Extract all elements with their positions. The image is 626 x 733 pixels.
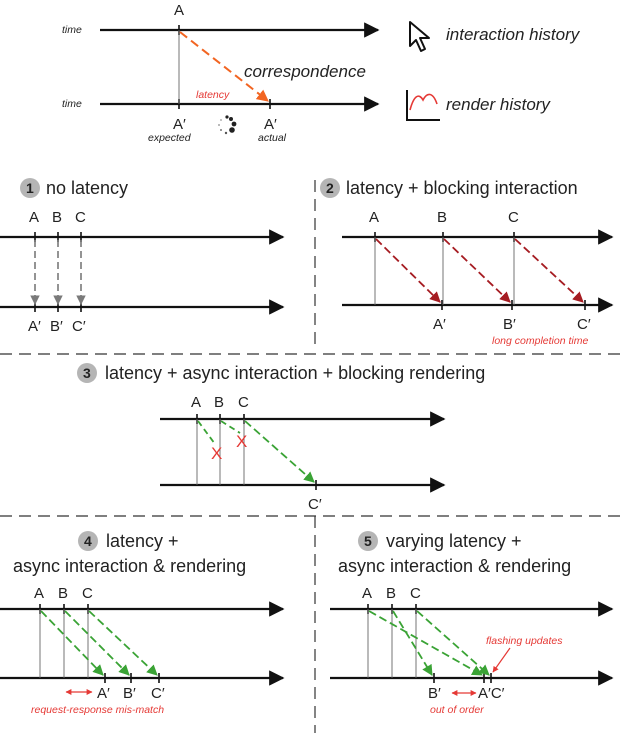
panel-number-badge [78, 531, 98, 551]
cancelled-request [197, 420, 216, 445]
render-label: B′ [503, 316, 516, 333]
annotation-note: out of order [430, 704, 484, 716]
annotation-note: request-response mis-match [31, 704, 164, 716]
correspondence-arrow [40, 610, 104, 676]
event-label: A [369, 209, 379, 226]
render-label: C′ [151, 685, 165, 702]
time-label-bottom: time [62, 98, 82, 110]
panel-title-line1: latency + [106, 531, 179, 551]
panel-varying-latency: 5 varying latency + async interaction & … [330, 531, 614, 716]
event-label: C [82, 585, 93, 602]
event-label: B [52, 209, 62, 226]
expected-label: expected [148, 132, 192, 144]
panel-number: 2 [326, 180, 334, 196]
legend: time A time correspondence latency A′ ex… [62, 2, 581, 144]
annotation-note: flashing updates [486, 635, 563, 647]
cancel-mark: X [211, 444, 222, 463]
panel-title-line2: async interaction & rendering [13, 556, 246, 576]
loading-spinner-icon [218, 115, 237, 135]
panel-title: latency + blocking interaction [346, 178, 578, 198]
render-label: B′ [50, 318, 63, 335]
correspondence-arrow [392, 610, 433, 676]
panel-title: latency + async interaction + blocking r… [105, 363, 485, 383]
event-a-label: A [174, 2, 184, 19]
panel-title-line2: async interaction & rendering [338, 556, 571, 576]
panel-title-line1: varying latency + [386, 531, 522, 551]
event-label: B [58, 585, 68, 602]
correspondence-arrow [88, 610, 158, 676]
correspondence-label: correspondence [244, 62, 366, 81]
panel-number-badge [320, 178, 340, 198]
panel-number: 5 [364, 533, 372, 549]
flashing-pointer [492, 647, 511, 673]
panel-number-badge [20, 178, 40, 198]
actual-label: actual [258, 132, 287, 144]
event-label: C [75, 209, 86, 226]
correspondence-arrow [514, 238, 584, 303]
event-label: A [362, 585, 372, 602]
interaction-history-label: interaction history [446, 25, 581, 44]
correspondence-arrow [368, 610, 483, 676]
latency-label: latency [196, 89, 230, 101]
event-label: A [34, 585, 44, 602]
event-label: B [214, 394, 224, 411]
actual-render-label: A′ [264, 116, 277, 133]
panel-no-latency: 1 no latency A B C A′ B′ C′ [0, 178, 285, 335]
correspondence-arrow [443, 238, 511, 303]
correspondence-arrow [64, 610, 130, 676]
annotation-note: long completion time [492, 335, 588, 347]
render-label: A′ [97, 685, 110, 702]
panel-title: no latency [46, 178, 128, 198]
event-label: B [437, 209, 447, 226]
correspondence-arrow [375, 238, 441, 303]
render-label: A′C′ [478, 685, 505, 702]
panel-async-interaction-rendering: 4 latency + async interaction & renderin… [0, 531, 285, 716]
render-label: C′ [72, 318, 86, 335]
render-label: B′ [123, 685, 136, 702]
render-label: A′ [28, 318, 41, 335]
cancel-mark: X [236, 432, 247, 451]
time-label-top: time [62, 24, 82, 36]
correspondence-arrow [416, 610, 490, 676]
event-label: C [508, 209, 519, 226]
render-label: C′ [577, 316, 591, 333]
panel-number: 3 [83, 365, 91, 381]
cancelled-request [220, 420, 241, 434]
panel-number: 1 [26, 180, 34, 196]
correspondence-arrow [244, 420, 315, 483]
render-chart-icon [406, 90, 440, 121]
render-label: A′ [433, 316, 446, 333]
correspondence-arrow [179, 31, 269, 102]
event-label: A [29, 209, 39, 226]
panel-number-badge [358, 531, 378, 551]
event-label: B [386, 585, 396, 602]
event-label: A [191, 394, 201, 411]
render-label: B′ [428, 685, 441, 702]
panel-blocking-interaction: 2 latency + blocking interaction A B C A… [320, 178, 614, 347]
cursor-icon [409, 21, 430, 52]
panel-async-interaction-blocking-rendering: 3 latency + async interaction + blocking… [77, 363, 485, 513]
render-history-label: render history [446, 95, 551, 114]
expected-render-label: A′ [173, 116, 186, 133]
event-label: C [410, 585, 421, 602]
panel-number-badge [77, 363, 97, 383]
panel-number: 4 [84, 533, 92, 549]
event-label: C [238, 394, 249, 411]
render-label: C′ [308, 496, 322, 513]
